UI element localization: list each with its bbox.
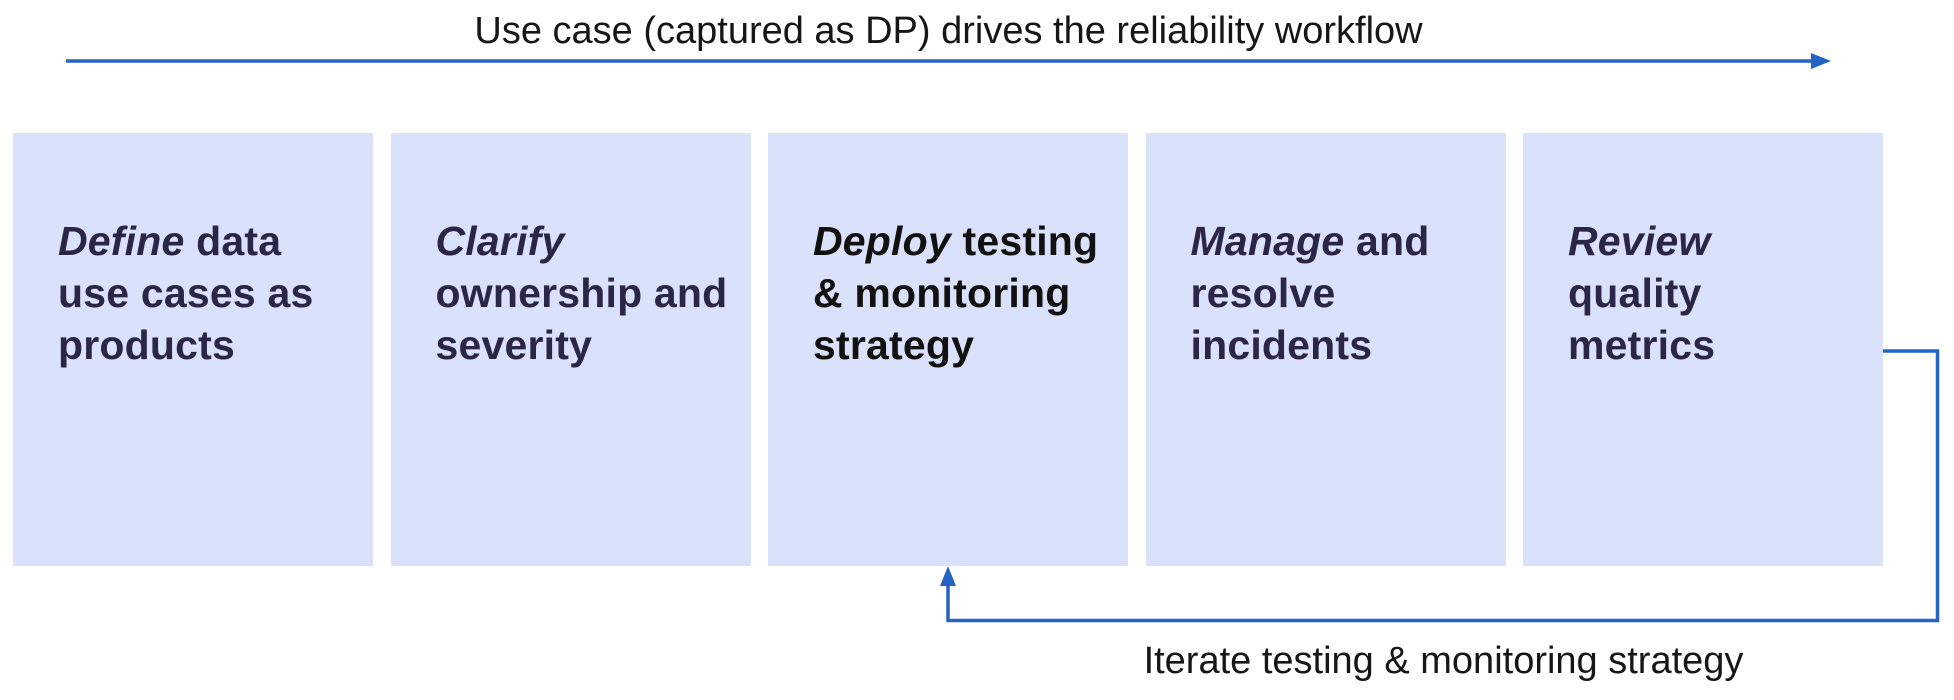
card-lead-word: Define bbox=[58, 218, 185, 264]
card-line: ownership and bbox=[435, 270, 728, 316]
card-label: Define data use cases as products bbox=[58, 215, 355, 371]
card-line: metrics bbox=[1568, 322, 1716, 368]
top-flow-arrow bbox=[66, 53, 1831, 69]
card-line: products bbox=[58, 322, 235, 368]
card-lead-word: Clarify bbox=[435, 218, 565, 264]
card-lead-word: Manage bbox=[1190, 218, 1345, 264]
card-label: Deploy testing & monitoring strategy bbox=[813, 215, 1110, 371]
card-review: Review quality metrics bbox=[1523, 133, 1883, 566]
workflow-cards: Define data use cases as products Clarify ow… bbox=[13, 133, 1883, 566]
card-line: severity bbox=[435, 322, 593, 368]
card-clarify: Clarify ownership and severity bbox=[390, 133, 751, 566]
card-define: Define data use cases as products bbox=[13, 133, 373, 566]
card-line: incidents bbox=[1190, 322, 1373, 368]
card-label: Review quality metrics bbox=[1568, 215, 1865, 371]
card-label: Clarify ownership and severity bbox=[436, 215, 733, 371]
card-line: & monitoring bbox=[813, 270, 1071, 316]
card-line: quality bbox=[1568, 270, 1702, 316]
card-lead-line-rest: and bbox=[1344, 218, 1430, 264]
card-lead-word: Review bbox=[1568, 218, 1711, 264]
feedback-loop-label: Iterate testing & monitoring strategy bbox=[1143, 640, 1744, 682]
card-line: use cases as bbox=[58, 270, 314, 316]
card-lead-word: Deploy bbox=[813, 218, 951, 264]
card-lead-line-rest: data bbox=[184, 218, 282, 264]
card-lead-line-rest: testing bbox=[950, 218, 1099, 264]
card-deploy: Deploy testing & monitoring strategy bbox=[768, 133, 1128, 566]
top-flow-label: Use case (captured as DP) drives the rel… bbox=[474, 10, 1423, 52]
card-line: strategy bbox=[813, 322, 975, 368]
card-line: resolve bbox=[1190, 270, 1336, 316]
